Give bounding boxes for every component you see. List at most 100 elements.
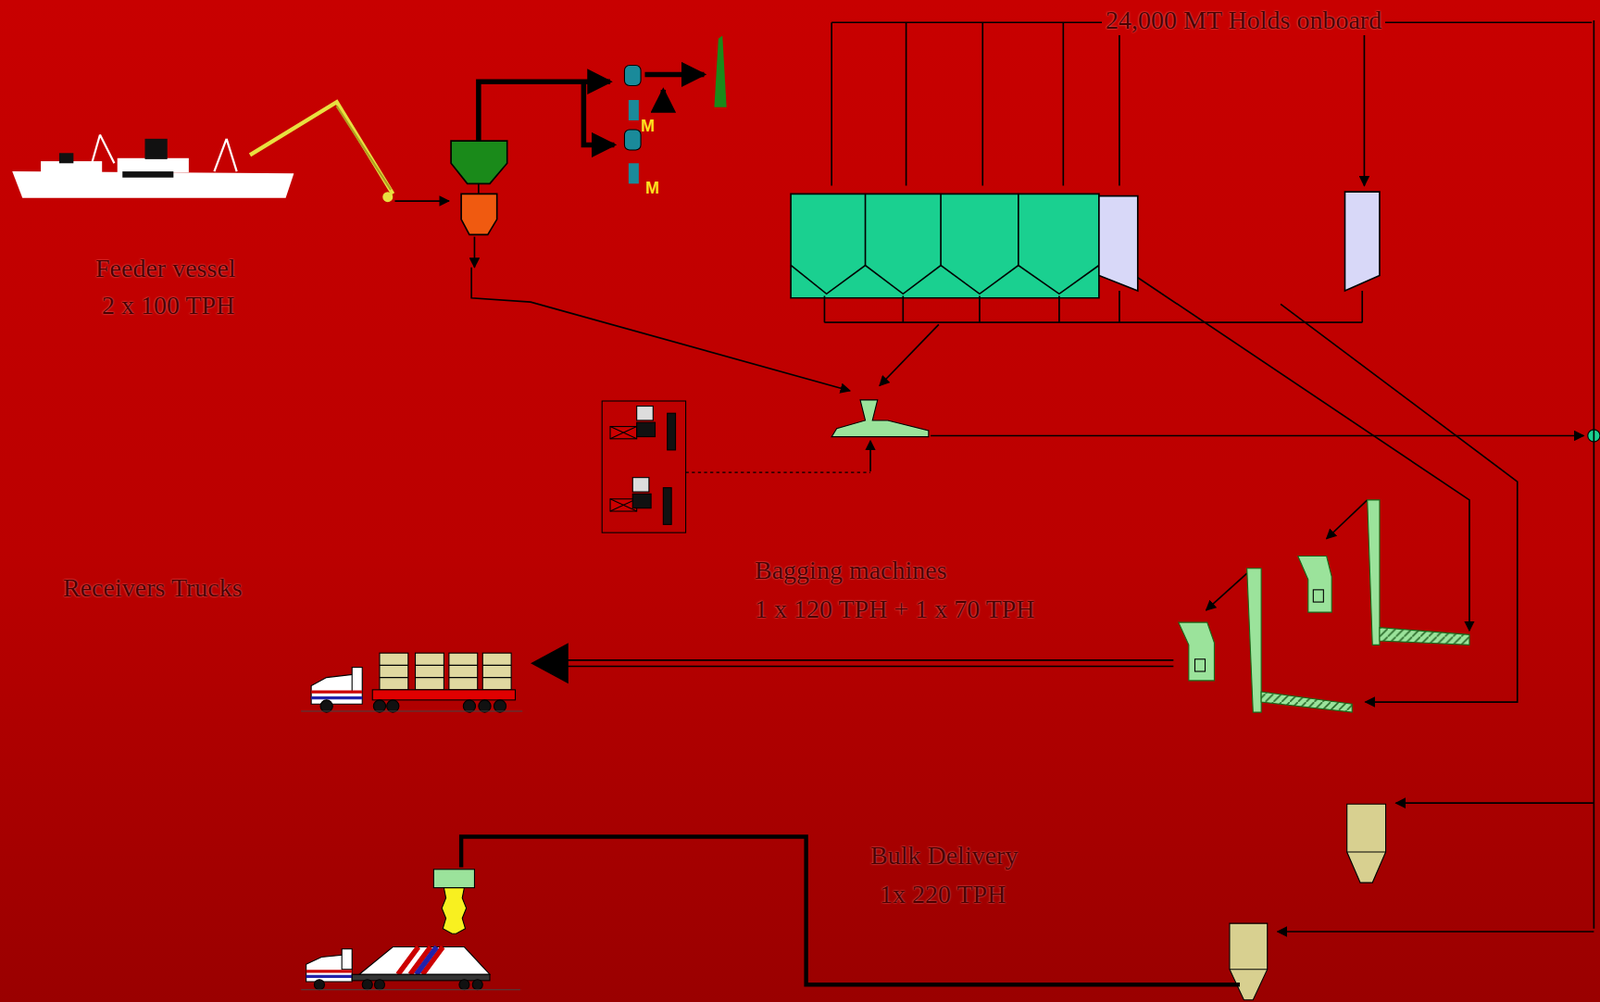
- dust-filter-system-part: [624, 65, 641, 87]
- receiving-hopper-part: [450, 140, 508, 184]
- bulk-tanker-truck-part: [300, 988, 521, 990]
- receiver-truck-part: [300, 710, 523, 712]
- feeder-vessel-part: [122, 171, 174, 178]
- receiver-truck-part: [373, 700, 386, 713]
- unloader-crane-part: [337, 106, 391, 190]
- bulk-silos: [461, 803, 1386, 1000]
- dust-filter-system-part: [644, 72, 704, 78]
- screw-feeder-part: [930, 435, 1584, 438]
- distribution-lines: [1137, 20, 1595, 932]
- unloader-crane-part: [250, 101, 393, 194]
- bulk-tanker-truck-part: [359, 947, 490, 975]
- bulk-tanker-truck-part: [306, 975, 353, 978]
- blower-station-part: [637, 422, 656, 437]
- dust-filter-system: [478, 36, 727, 185]
- storage-holds-part: [790, 193, 1100, 298]
- dust-filter-system-part: [478, 81, 611, 141]
- bagging-machines-part: [1178, 622, 1215, 681]
- feeder-vessel-part: [144, 138, 167, 160]
- bagging-rate: 1 x 120 TPH + 1 x 70 TPH: [754, 594, 1036, 625]
- receiver-truck-part: [311, 696, 363, 700]
- receiver-truck-part: [351, 667, 363, 692]
- storage-holds-part: [1344, 191, 1379, 291]
- motor-label: M: [640, 116, 655, 137]
- bagging-machines-part: [1194, 659, 1205, 672]
- blower-station-part: [632, 477, 650, 492]
- distribution-lines-part: [1396, 801, 1595, 804]
- bulk-label: Bulk Delivery: [870, 840, 1018, 871]
- dust-filter-system-part: [661, 89, 667, 108]
- dust-filter-system-part: [713, 36, 726, 108]
- bag-conveyor: [530, 642, 1174, 684]
- receiving-hopper-part: [394, 200, 449, 202]
- bagging-machines-part: [1312, 589, 1324, 602]
- bulk-loading-spout-part: [441, 887, 466, 935]
- bagging-machines-part: [1247, 568, 1262, 713]
- unloader-crane-part: [382, 191, 393, 202]
- receiver-truck-part: [415, 652, 445, 690]
- holds-title: 24,000 MT Holds onboard: [1101, 5, 1386, 36]
- feeder-vessel-part: [12, 171, 294, 199]
- blower-station-part: [632, 493, 651, 508]
- feeder-vessel-part: [59, 152, 74, 163]
- receiver-truck: [300, 652, 523, 713]
- screw-feeder-part: [831, 400, 929, 438]
- bulk-rate: 1x 220 TPH: [879, 879, 1006, 910]
- screw-feeder-part: [869, 440, 872, 472]
- distribution-lines-part: [1280, 303, 1518, 702]
- storage-holds-part: [879, 324, 939, 386]
- bulk-silos-part: [1229, 923, 1268, 1000]
- feeder-vessel: [12, 134, 294, 198]
- receiver-truck-part: [379, 664, 512, 677]
- receiver-truck-part: [482, 652, 512, 690]
- bulk-tanker-truck-part: [416, 947, 438, 975]
- receiver-truck-part: [320, 700, 333, 713]
- vessel-rate: 2 x 100 TPH: [101, 290, 235, 321]
- storage-holds-part: [831, 22, 1592, 186]
- bulk-tanker-truck-part: [459, 979, 470, 990]
- dust-filter-system-part: [628, 100, 639, 121]
- bulk-tanker-truck: [300, 947, 521, 990]
- bulk-loading-spout: [433, 869, 475, 934]
- bulk-silos-part: [1229, 968, 1268, 970]
- storage-holds-part: [865, 193, 1019, 265]
- hopper-to-feeder-line-part: [474, 237, 476, 268]
- motor-label: M: [645, 178, 660, 199]
- receiver-truck-part: [372, 689, 515, 700]
- distribution-lines-part: [1593, 20, 1596, 929]
- bagging-machines-part: [1367, 500, 1380, 645]
- trucks-label: Receivers Trucks: [62, 573, 243, 603]
- bulk-tanker-truck-part: [313, 979, 325, 990]
- bag-conveyor-part: [556, 660, 1175, 667]
- blower-station-part: [667, 412, 676, 450]
- bulk-tanker-truck-part: [374, 979, 385, 990]
- bulk-tanker-truck-part: [362, 979, 373, 990]
- vessel-label: Feeder vessel: [95, 253, 237, 284]
- receiving-hopper-part: [477, 183, 480, 194]
- screw-feeder-part: [686, 472, 871, 474]
- bulk-tanker-truck-part: [341, 949, 352, 970]
- dust-filter-system-part: [624, 129, 641, 150]
- blower-station-part: [610, 426, 638, 439]
- feeder-vessel-part: [117, 158, 189, 173]
- blower-station-part: [601, 400, 686, 533]
- storage-holds: [790, 22, 1592, 386]
- receiving-hopper: [394, 140, 507, 235]
- distribution-lines-part: [1277, 930, 1595, 933]
- receiver-truck-part: [387, 700, 400, 713]
- bulk-silos-part: [461, 837, 1240, 986]
- receiver-truck-part: [478, 700, 491, 713]
- bagging-label: Bagging machines: [754, 555, 948, 586]
- bagging-machines-part: [1379, 627, 1470, 646]
- receiver-truck-part: [493, 700, 506, 713]
- receiver-truck-part: [449, 652, 478, 690]
- unloader-crane: [250, 101, 393, 202]
- blower-station-part: [637, 406, 654, 421]
- feeder-vessel-part: [91, 134, 237, 172]
- receiver-truck-part: [379, 652, 409, 690]
- bulk-tanker-truck-part: [306, 969, 353, 973]
- bulk-tanker-truck-part: [472, 979, 483, 990]
- receiver-truck-part: [311, 689, 363, 693]
- blower-station-part: [662, 487, 672, 525]
